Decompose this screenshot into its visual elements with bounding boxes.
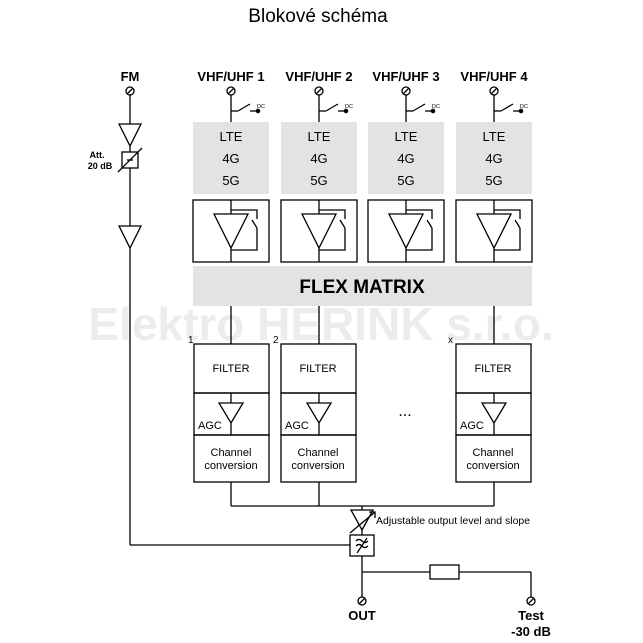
input-3-amplifier-icon	[387, 213, 425, 250]
channel-1-agc-amplifier-icon	[217, 402, 245, 425]
input-2-filter-line-2: 4G	[310, 151, 327, 166]
input-3-filter-line-2: 4G	[397, 151, 414, 166]
input-4-lte-filter	[456, 122, 532, 194]
input-2-dc-switch-icon	[319, 103, 349, 114]
channel-x-filter-label: FILTER	[474, 363, 511, 375]
input-1-bypass-switch-icon	[231, 209, 258, 251]
slope-equalizer-icon	[349, 534, 375, 557]
channel-x-conversion-line-1: Channel	[473, 447, 514, 459]
input-2: VHF/UHF 2 DC LTE 4G 5G	[280, 69, 358, 263]
input-1-lte-filter	[193, 122, 269, 194]
channel-2-filter-label: FILTER	[299, 363, 336, 375]
test-level-label: -30 dB	[511, 624, 551, 639]
input-3-dc-switch-icon	[406, 103, 436, 114]
input-2-connector-icon	[314, 86, 324, 96]
more-channels-ellipsis: ...	[398, 403, 411, 420]
input-1: VHF/UHF 1 DC LTE 4G 5G	[192, 69, 270, 263]
channel-x-conversion-line-2: conversion	[466, 460, 519, 472]
input-2-filter-line-1: LTE	[308, 129, 331, 144]
input-1-amplifier-icon	[212, 213, 250, 250]
input-1-filter-line-1: LTE	[220, 129, 243, 144]
test-label: Test	[518, 608, 544, 623]
input-4-filter-line-2: 4G	[485, 151, 502, 166]
test-connector-icon	[526, 596, 536, 606]
test-attenuator-resistor	[429, 564, 460, 580]
input-1-dc-switch-icon	[231, 103, 261, 114]
channel-2-conversion-line-1: Channel	[298, 447, 339, 459]
channel-1-index: 1	[188, 335, 194, 346]
channel-x: x FILTER AGC Channel conversion	[448, 306, 532, 506]
input-4-filter-line-3: 5G	[485, 173, 502, 188]
channel-1-filter-label: FILTER	[212, 363, 249, 375]
input-3-bypass-switch-icon	[406, 209, 433, 251]
input-3-connector-icon	[401, 86, 411, 96]
attenuator-label-2: 20 dB	[88, 161, 113, 171]
fm-connector-icon	[125, 86, 135, 96]
input-4-filter-line-1: LTE	[483, 129, 506, 144]
output-label: OUT	[348, 608, 376, 623]
input-2-filter-line-3: 5G	[310, 173, 327, 188]
channel-1: 1 FILTER AGC Channel conversion	[188, 306, 270, 506]
channel-x-index: x	[448, 335, 453, 346]
input-1-dc-label: DC	[257, 104, 265, 110]
channel-2-index: 2	[273, 335, 279, 346]
input-2-lte-filter	[281, 122, 357, 194]
fm-amplifier-2-icon	[117, 225, 143, 250]
output-amplifier-icon	[349, 509, 376, 534]
input-4-dc-switch-icon	[494, 103, 524, 114]
input-1-connector-icon	[226, 86, 236, 96]
input-1-filter-line-2: 4G	[222, 151, 239, 166]
channel-1-agc-label: AGC	[198, 420, 222, 432]
channel-2-agc-amplifier-icon	[305, 402, 333, 425]
diagram-title: Blokové schéma	[248, 6, 388, 27]
fm-label: FM	[121, 69, 140, 84]
input-3-filter-line-3: 5G	[397, 173, 414, 188]
input-3-filter-line-1: LTE	[395, 129, 418, 144]
out-connector-icon	[357, 596, 367, 606]
watermark: Elektro HERINK s.r.o.	[88, 298, 553, 350]
input-4-connector-icon	[489, 86, 499, 96]
input-2-bypass-switch-icon	[319, 209, 346, 251]
channel-2: 2 FILTER AGC Channel conversion	[273, 306, 357, 506]
input-1-label: VHF/UHF 1	[197, 69, 264, 84]
input-2-amplifier-icon	[300, 213, 338, 250]
input-4-label: VHF/UHF 4	[460, 69, 528, 84]
input-2-dc-label: DC	[345, 104, 353, 110]
input-4-bypass-switch-icon	[494, 209, 521, 251]
input-4-dc-label: DC	[520, 104, 528, 110]
input-4: VHF/UHF 4 DC LTE 4G 5G	[455, 69, 533, 263]
fm-amplifier-icon	[117, 123, 143, 148]
input-3-dc-label: DC	[432, 104, 440, 110]
input-4-amplifier-icon	[475, 213, 513, 250]
input-2-label: VHF/UHF 2	[285, 69, 352, 84]
input-3-lte-filter	[368, 122, 444, 194]
flex-matrix-box	[193, 266, 532, 306]
channel-x-agc-amplifier-icon	[480, 402, 508, 425]
input-3: VHF/UHF 3 DC LTE 4G 5G	[367, 69, 445, 263]
channel-1-conversion-line-1: Channel	[211, 447, 252, 459]
channel-x-agc-label: AGC	[460, 420, 484, 432]
fm-path: FM Att. 20 dB	[88, 69, 350, 546]
input-1-filter-line-3: 5G	[222, 173, 239, 188]
input-3-label: VHF/UHF 3	[372, 69, 439, 84]
flex-matrix-label: FLEX MATRIX	[299, 277, 425, 298]
channel-1-conversion-line-2: conversion	[204, 460, 257, 472]
output-stage-label: Adjustable output level and slope	[376, 515, 530, 527]
channel-2-agc-label: AGC	[285, 420, 309, 432]
channel-2-conversion-line-2: conversion	[291, 460, 344, 472]
attenuator-label-1: Att.	[90, 150, 105, 160]
